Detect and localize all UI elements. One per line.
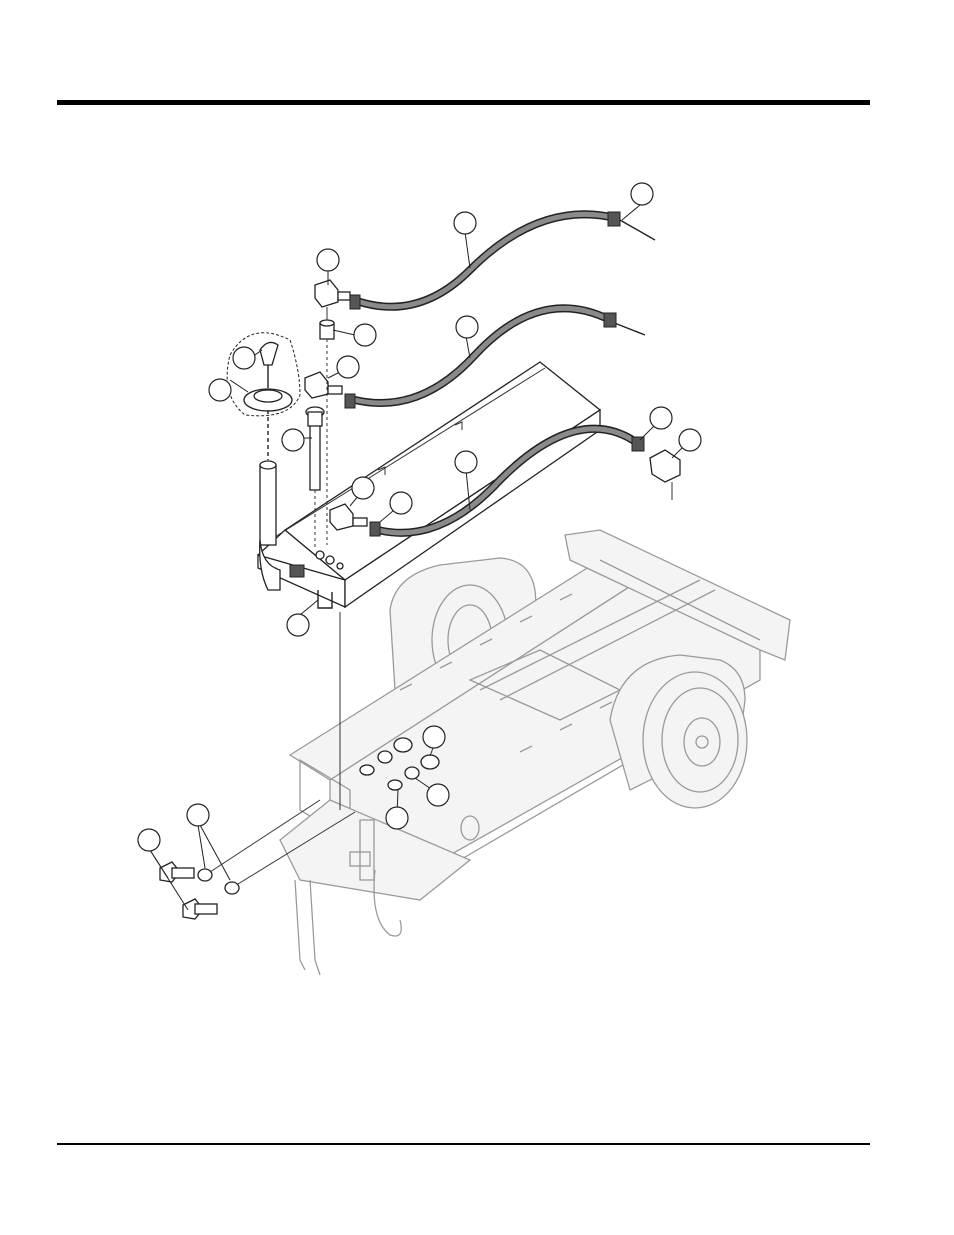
callout-c6 bbox=[337, 356, 359, 378]
callout-c1 bbox=[631, 183, 653, 205]
callout-c8 bbox=[209, 379, 231, 401]
callout-c12 bbox=[455, 451, 477, 473]
callout-c16 bbox=[423, 726, 445, 748]
callout-c19 bbox=[187, 804, 209, 826]
filler-tube bbox=[260, 461, 280, 590]
callout-c13 bbox=[352, 477, 374, 499]
callout-c3 bbox=[317, 249, 339, 271]
callout-c18 bbox=[386, 807, 408, 829]
callout-c20 bbox=[138, 829, 160, 851]
fuel-hose-supply bbox=[350, 212, 655, 309]
callout-c15 bbox=[287, 614, 309, 636]
callout-c10 bbox=[650, 407, 672, 429]
callout-c11 bbox=[679, 429, 701, 451]
callout-c9 bbox=[282, 429, 304, 451]
callout-c2 bbox=[454, 212, 476, 234]
callout-c14 bbox=[390, 492, 412, 514]
callout-c7 bbox=[233, 347, 255, 369]
callout-c4 bbox=[354, 324, 376, 346]
callout-c5 bbox=[456, 316, 478, 338]
callout-c17 bbox=[427, 784, 449, 806]
